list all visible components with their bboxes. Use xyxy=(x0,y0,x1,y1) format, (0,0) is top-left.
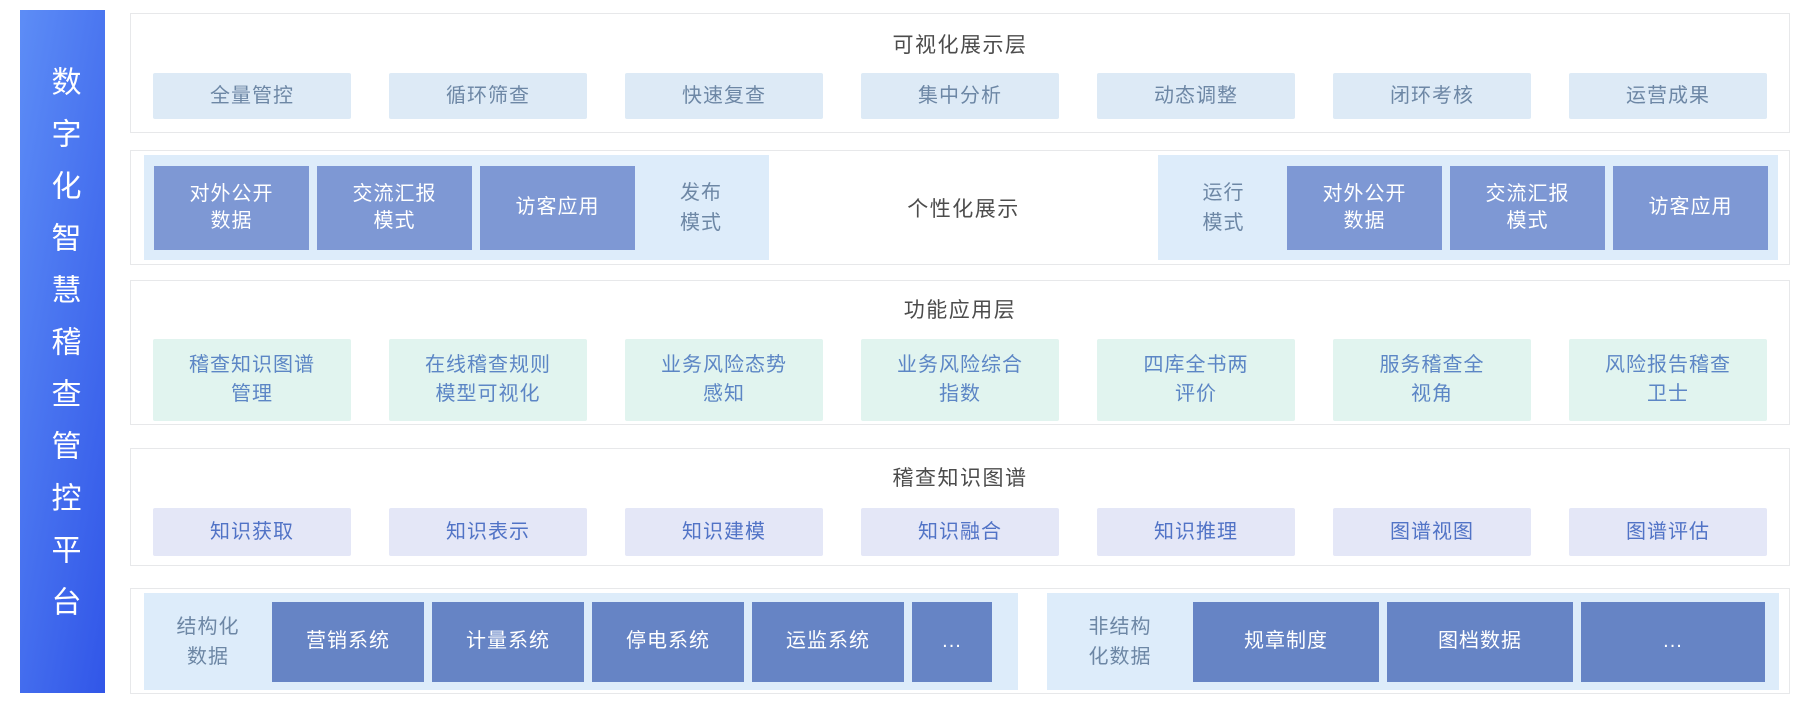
function-item-service-view: 服务稽查全 视角 xyxy=(1333,339,1531,421)
source-outage-system: 停电系统 xyxy=(592,601,744,682)
source-rules-regulations: 规章制度 xyxy=(1193,601,1379,682)
kg-item-reasoning: 知识推理 xyxy=(1097,508,1295,556)
run-mode-public-data: 对外公开 数据 xyxy=(1287,165,1442,250)
source-drawing-archives: 图档数据 xyxy=(1387,601,1573,682)
run-mode-visitor-app: 访客应用 xyxy=(1613,165,1768,250)
visual-item-jizhongfenxi: 集中分析 xyxy=(861,73,1059,119)
function-item-kg-management: 稽查知识图谱 管理 xyxy=(153,339,351,421)
personalized-display-label: 个性化展示 xyxy=(907,197,1020,221)
visual-item-bihuankaohe: 闭环考核 xyxy=(1333,73,1531,119)
run-mode-label: 运行 模式 xyxy=(1202,181,1245,234)
visual-item-quanliangguankong: 全量管控 xyxy=(153,73,351,119)
publish-mode-panel: 对外公开 数据 交流汇报 模式 访客应用 发布 模式 xyxy=(144,155,769,260)
structured-data-label: 结构化 数据 xyxy=(176,615,240,668)
function-item-risk-index: 业务风险综合 指数 xyxy=(861,339,1059,421)
structured-data-panel: 结构化 数据 营销系统 计量系统 停电系统 运监系统 ... xyxy=(144,593,1018,690)
visualization-layer-title: 可视化展示层 xyxy=(892,34,1028,57)
source-marketing-system: 营销系统 xyxy=(272,601,424,682)
function-item-online-rules: 在线稽查规则 模型可视化 xyxy=(389,339,587,421)
data-layer-card: 结构化 数据 营销系统 计量系统 停电系统 运监系统 ... 非结构 化数据 规… xyxy=(130,588,1790,694)
unstructured-more-ellipsis: ... xyxy=(1581,601,1765,682)
kg-item-fusion: 知识融合 xyxy=(861,508,1059,556)
function-layer-title: 功能应用层 xyxy=(903,299,1017,322)
kg-item-graph-evaluation: 图谱评估 xyxy=(1569,508,1767,556)
function-layer-items: 稽查知识图谱 管理 在线稽查规则 模型可视化 业务风险态势 感知 业务风险综合 … xyxy=(131,339,1789,421)
visual-item-kuaisufucha: 快速复查 xyxy=(625,73,823,119)
function-item-siku-evaluation: 四库全书两 评价 xyxy=(1097,339,1295,421)
visual-item-dongtaitiaozheng: 动态调整 xyxy=(1097,73,1295,119)
publish-mode-exchange-report: 交流汇报 模式 xyxy=(317,165,472,250)
run-mode-panel: 运行 模式 对外公开 数据 交流汇报 模式 访客应用 xyxy=(1158,155,1778,260)
kg-item-modeling: 知识建模 xyxy=(625,508,823,556)
platform-title: 数字化智慧稽查管控平台 xyxy=(46,65,80,638)
visual-item-xunhuanshaicha: 循环筛查 xyxy=(389,73,587,119)
source-metering-system: 计量系统 xyxy=(432,601,584,682)
function-layer-card: 功能应用层 稽查知识图谱 管理 在线稽查规则 模型可视化 业务风险态势 感知 业… xyxy=(130,280,1790,425)
function-item-risk-situation: 业务风险态势 感知 xyxy=(625,339,823,421)
knowledge-graph-card: 稽查知识图谱 知识获取 知识表示 知识建模 知识融合 知识推理 图谱视图 图谱评… xyxy=(130,448,1790,566)
platform-title-banner: 数字化智慧稽查管控平台 xyxy=(20,10,105,693)
publish-mode-visitor-app: 访客应用 xyxy=(480,165,635,250)
kg-item-acquisition: 知识获取 xyxy=(153,508,351,556)
knowledge-graph-items: 知识获取 知识表示 知识建模 知识融合 知识推理 图谱视图 图谱评估 xyxy=(131,508,1789,556)
source-operation-monitor-system: 运监系统 xyxy=(752,601,904,682)
visualization-layer-items: 全量管控 循环筛查 快速复查 集中分析 动态调整 闭环考核 运营成果 xyxy=(131,73,1789,119)
unstructured-data-panel: 非结构 化数据 规章制度 图档数据 ... xyxy=(1047,593,1779,690)
publish-mode-public-data: 对外公开 数据 xyxy=(154,165,309,250)
run-mode-exchange-report: 交流汇报 模式 xyxy=(1450,165,1605,250)
structured-more-ellipsis: ... xyxy=(912,601,992,682)
publish-mode-label: 发布 模式 xyxy=(680,181,722,234)
kg-item-graph-view: 图谱视图 xyxy=(1333,508,1531,556)
display-modes-card: 对外公开 数据 交流汇报 模式 访客应用 发布 模式 个性化展示 运行 模式 对… xyxy=(130,150,1790,265)
function-item-risk-report-guard: 风险报告稽查 卫士 xyxy=(1569,339,1767,421)
visualization-layer-card: 可视化展示层 全量管控 循环筛查 快速复查 集中分析 动态调整 闭环考核 运营成… xyxy=(130,13,1790,133)
unstructured-data-label: 非结构 化数据 xyxy=(1088,615,1152,668)
visual-item-yunyingchengguo: 运营成果 xyxy=(1569,73,1767,119)
knowledge-graph-title: 稽查知识图谱 xyxy=(892,467,1028,490)
kg-item-representation: 知识表示 xyxy=(389,508,587,556)
